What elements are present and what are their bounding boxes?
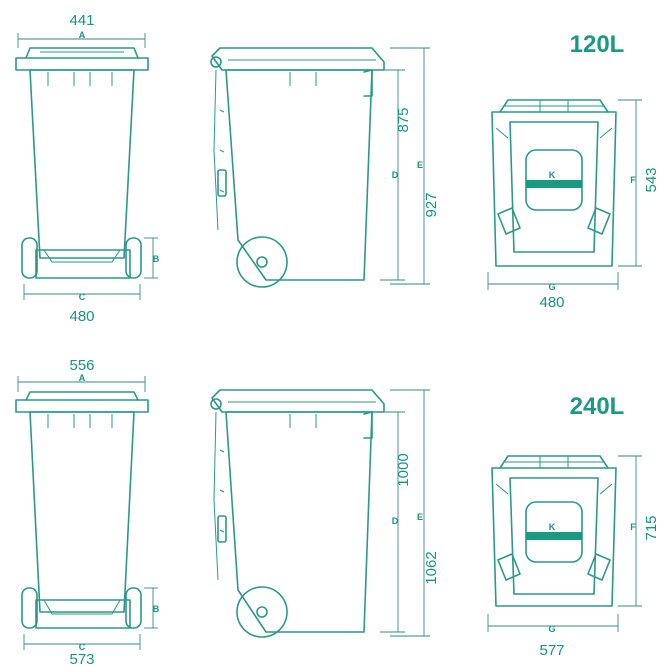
label-e: E (417, 160, 423, 170)
bin-120-depth-side: 543 (643, 167, 660, 192)
bin-120-side-view: D 875 E 927 (210, 47, 440, 288)
label-e: E (417, 512, 423, 522)
bin-120-height-total: 927 (423, 192, 440, 217)
label-c: C (79, 642, 86, 652)
bin-240-width-plan: 577 (539, 642, 564, 659)
bin-120-width-top: 441 (69, 12, 94, 29)
bin-120-front-view: 441 A B C (15, 12, 160, 325)
bin-240-width-base: 573 (69, 651, 94, 666)
bin-240-plan-view: K F 715 G 577 (487, 455, 660, 659)
bin-120-plan-view: K F 543 G 480 (487, 99, 660, 311)
label-c: C (79, 292, 86, 302)
bin-120-group: 441 A B C (15, 12, 660, 325)
label-g: G (548, 282, 555, 292)
label-b: B (153, 254, 160, 264)
bin-120-height-body: 875 (395, 107, 412, 132)
bin-240-height-body: 1000 (395, 453, 412, 486)
bin-240-volume-label: 240L (570, 393, 625, 420)
bin-120-width-base: 480 (69, 308, 94, 325)
label-a: A (79, 30, 86, 40)
label-k: K (549, 522, 556, 532)
label-k: K (549, 170, 556, 180)
label-d: D (392, 170, 399, 180)
bin-240-width-top: 556 (69, 357, 94, 374)
label-b: B (153, 604, 160, 614)
bin-240-height-total: 1062 (423, 551, 440, 584)
label-a: A (79, 373, 86, 383)
bin-120-volume-label: 120L (570, 31, 625, 58)
label-f: F (630, 522, 636, 532)
label-g: G (548, 624, 555, 634)
bin-240-side-view: D 1000 E 1062 (210, 389, 440, 638)
bin-120-width-plan: 480 (539, 294, 564, 311)
bin-240-group: 556 A B C 573 (15, 357, 660, 666)
bin-240-front-view: 556 A B C 573 (15, 357, 160, 666)
bin-240-depth-side: 715 (643, 515, 660, 540)
label-f: F (630, 175, 636, 185)
label-d: D (392, 516, 399, 526)
